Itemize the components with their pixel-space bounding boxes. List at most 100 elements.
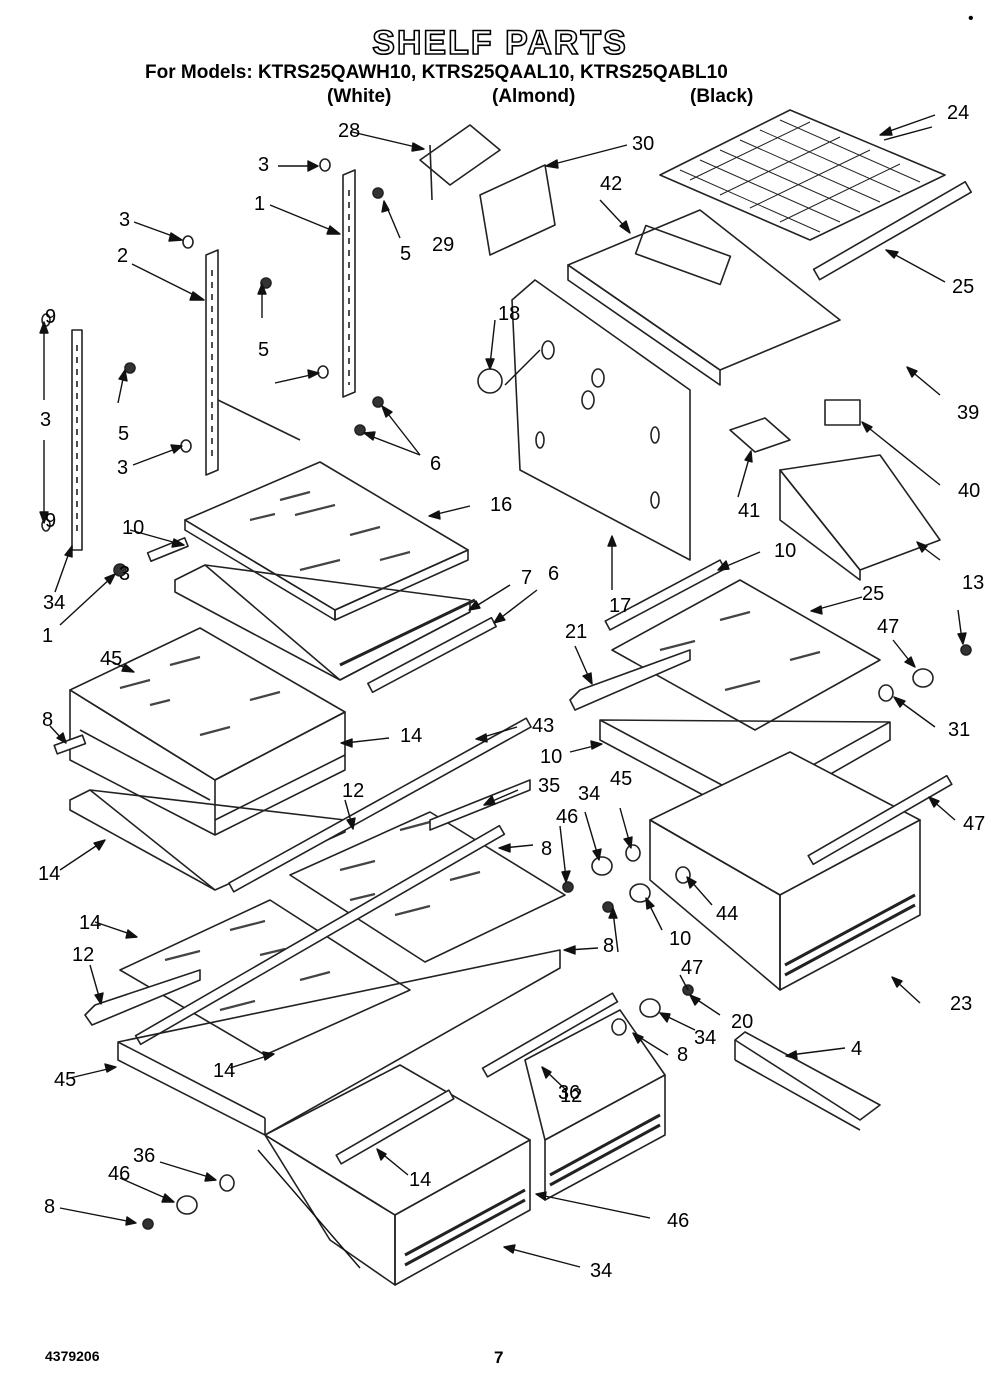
screw-icon bbox=[372, 187, 384, 199]
callout-label: 1 bbox=[254, 193, 265, 215]
glass-shelf-45-lower bbox=[119, 899, 411, 1056]
bushing-14 bbox=[611, 1018, 627, 1036]
callout-label: 8 bbox=[541, 838, 552, 860]
callout-label: 44 bbox=[716, 903, 738, 925]
latch-40 bbox=[824, 399, 861, 426]
callout-label: 34 bbox=[590, 1260, 612, 1282]
diagram-title: SHELF PARTS bbox=[371, 23, 628, 63]
slide-rail-47-right bbox=[569, 649, 691, 711]
shelf-rail-left-outer bbox=[71, 329, 83, 551]
deli-bin-20 bbox=[649, 751, 921, 991]
wire-shelf-24 bbox=[659, 109, 946, 241]
callout-label: 7 bbox=[521, 567, 532, 589]
shelf-rail-center bbox=[342, 169, 356, 398]
bin-13 bbox=[779, 454, 941, 581]
callout-label: 3 bbox=[258, 154, 269, 176]
callout-label: 8 bbox=[677, 1044, 688, 1066]
screw-icon bbox=[562, 881, 574, 893]
bracket-41 bbox=[729, 417, 791, 453]
variant-almond: (Almond) bbox=[492, 86, 576, 107]
bushing-14 bbox=[625, 844, 641, 862]
cover-4 bbox=[734, 1031, 881, 1131]
callout-label: 46 bbox=[556, 806, 578, 828]
cover-30 bbox=[479, 164, 556, 256]
callout-label: 16 bbox=[490, 494, 512, 516]
callout-label: 25 bbox=[952, 276, 974, 298]
callout-label: 46 bbox=[667, 1210, 689, 1232]
callout-label: 47 bbox=[963, 813, 985, 835]
callout-label: 4 bbox=[851, 1038, 862, 1060]
variant-white: (White) bbox=[327, 86, 392, 107]
trim-strip-7 bbox=[339, 598, 476, 667]
trim-strip-25b bbox=[812, 181, 973, 281]
callout-label: 41 bbox=[738, 500, 760, 522]
callout-label: 45 bbox=[610, 768, 632, 790]
callout-label: 21 bbox=[565, 621, 587, 643]
callout-label: 3 bbox=[119, 209, 130, 231]
housing-42 bbox=[567, 209, 841, 386]
callout-label: 9 bbox=[45, 306, 56, 328]
callout-label: 20 bbox=[731, 1011, 753, 1033]
callout-label: 10 bbox=[774, 540, 796, 562]
callout-label: 18 bbox=[498, 303, 520, 325]
callout-label: 12 bbox=[560, 1085, 582, 1107]
roller-8 bbox=[912, 668, 934, 688]
callout-label: 17 bbox=[609, 595, 631, 617]
callout-label: 34 bbox=[578, 783, 600, 805]
callout-label: 8 bbox=[44, 1196, 55, 1218]
callout-label: 42 bbox=[600, 173, 622, 195]
callout-label: 12 bbox=[342, 780, 364, 802]
glass-shelf-upper-left bbox=[184, 461, 469, 621]
rail-clip-2 bbox=[182, 235, 194, 249]
callout-label: 47 bbox=[877, 616, 899, 638]
callout-label: 13 bbox=[962, 572, 984, 594]
callout-label: 1 bbox=[42, 625, 53, 647]
callout-label: 34 bbox=[43, 592, 65, 614]
callout-label: 3 bbox=[119, 563, 130, 585]
shelf-frame-44 bbox=[69, 789, 346, 891]
model-list: For Models: KTRS25QAWH10, KTRS25QAAL10, … bbox=[145, 62, 728, 83]
rail-clip-top bbox=[319, 158, 331, 172]
callout-label: 3 bbox=[117, 457, 128, 479]
panel-17 bbox=[511, 279, 691, 561]
slide-rail-47-left bbox=[84, 779, 531, 1026]
divider-46-right bbox=[807, 774, 953, 866]
callout-label: 5 bbox=[258, 339, 269, 361]
screw-icon bbox=[372, 396, 384, 408]
shelf-rail-left-inner bbox=[205, 249, 219, 476]
callout-label: 10 bbox=[122, 517, 144, 539]
callout-label: 45 bbox=[54, 1069, 76, 1091]
variant-black: (Black) bbox=[690, 86, 754, 107]
handle-28 bbox=[419, 124, 501, 201]
callout-label: 5 bbox=[118, 423, 129, 445]
callout-label: 14 bbox=[213, 1060, 235, 1082]
callout-label: 6 bbox=[548, 563, 559, 585]
callout-label: 34 bbox=[694, 1027, 716, 1049]
callout-label: 25 bbox=[862, 583, 884, 605]
divider-46-mid bbox=[481, 992, 619, 1078]
bushing-14 bbox=[878, 684, 894, 702]
screw-icon bbox=[602, 901, 614, 913]
trim-strip-31 bbox=[53, 734, 87, 755]
crisper-drawer-36-right bbox=[524, 1009, 666, 1201]
callout-label: 24 bbox=[947, 102, 969, 124]
callout-label: 10 bbox=[540, 746, 562, 768]
callout-label: 5 bbox=[400, 243, 411, 265]
glass-shelf-45-right bbox=[611, 579, 881, 731]
rail-clip-3 bbox=[317, 365, 329, 379]
callout-label: 14 bbox=[79, 912, 101, 934]
divider-46-left bbox=[335, 1089, 455, 1165]
page-number: 7 bbox=[494, 1348, 504, 1367]
callout-label: 2 bbox=[117, 245, 128, 267]
callout-label: 45 bbox=[100, 648, 122, 670]
roller-8 bbox=[591, 856, 613, 876]
callout-label: 31 bbox=[948, 719, 970, 741]
rail-brace bbox=[217, 399, 301, 441]
callout-label: 39 bbox=[957, 402, 979, 424]
document-number: 4379206 bbox=[45, 1348, 100, 1364]
trim-strip-10-long bbox=[134, 824, 506, 1046]
crisper-drawer-36-left bbox=[264, 1064, 531, 1286]
callout-label: 43 bbox=[532, 715, 554, 737]
